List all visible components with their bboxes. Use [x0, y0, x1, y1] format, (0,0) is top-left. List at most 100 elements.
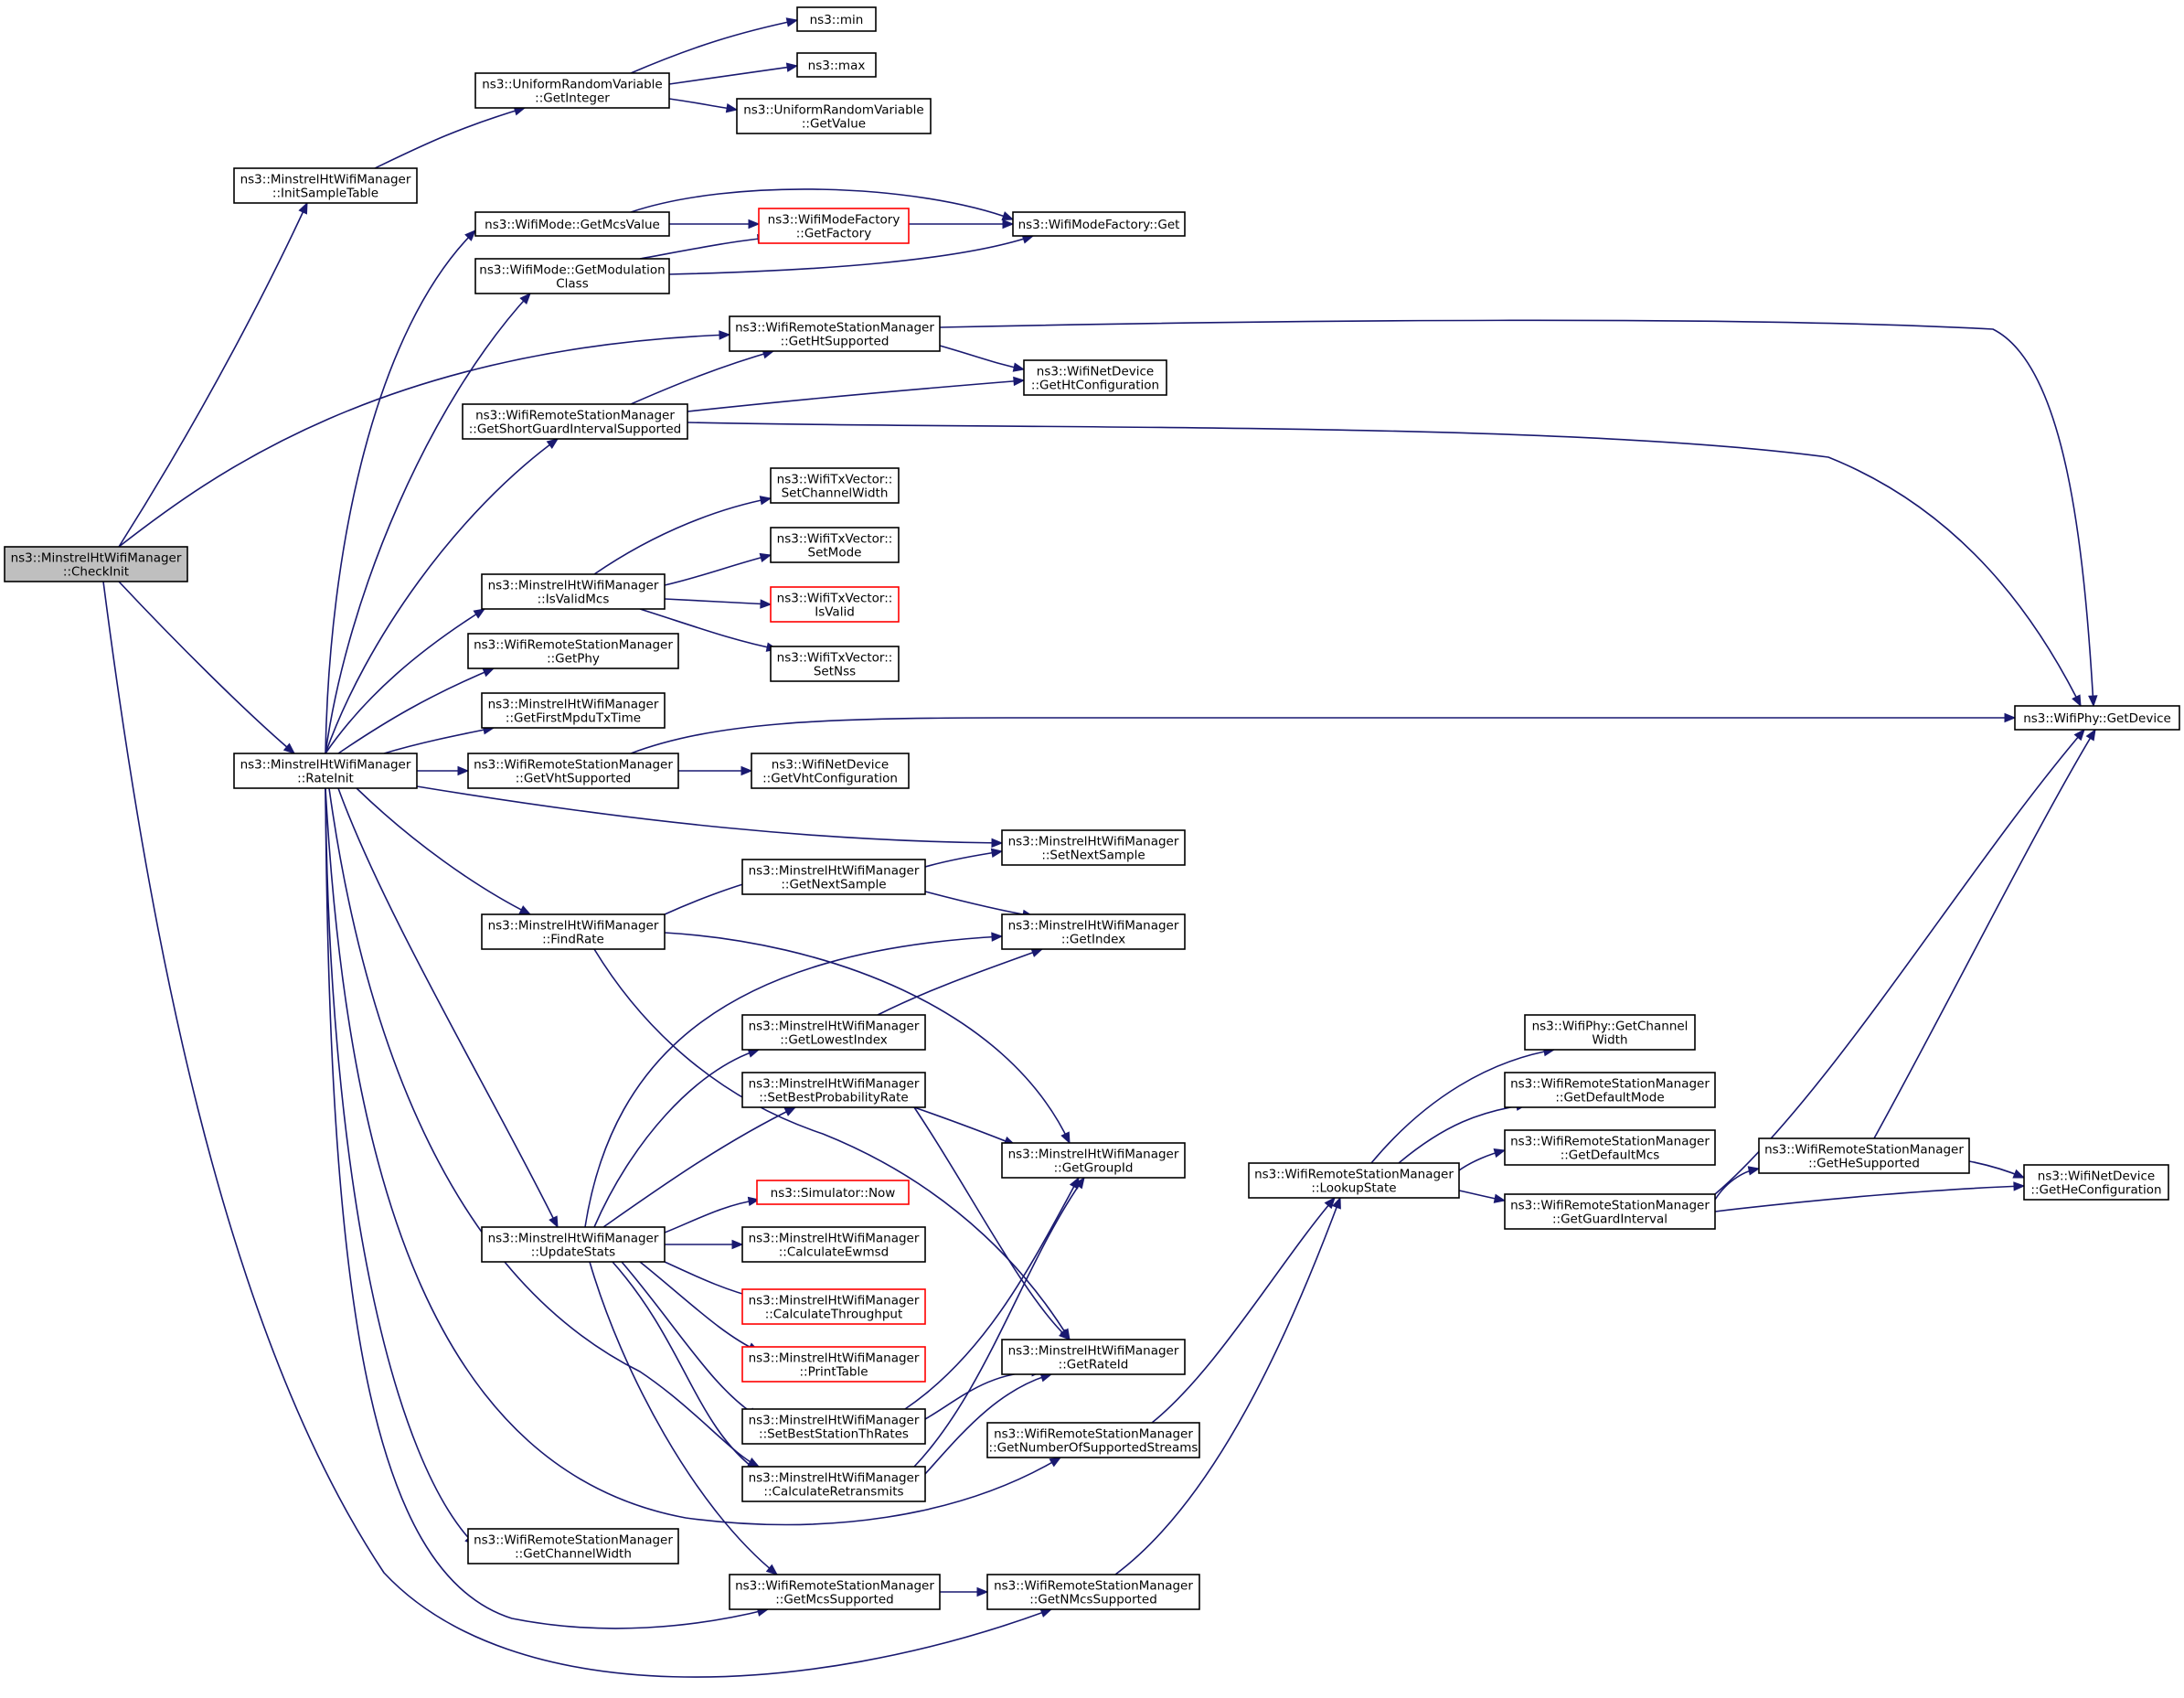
node-label: Class	[556, 277, 589, 292]
node-box	[1001, 913, 1186, 950]
edge-arrowhead	[1060, 1131, 1071, 1145]
node-label: ::FindRate	[542, 933, 604, 947]
node-min[interactable]: ns3::min	[796, 6, 877, 32]
node-label: ns3::WifiRemoteStationManager	[474, 1533, 673, 1548]
edge-arrowhead	[298, 201, 308, 215]
node-box	[741, 1226, 926, 1263]
node-URV_GetValue[interactable]: ns3::UniformRandomVariable::GetValue	[736, 98, 932, 134]
node-label: ns3::WifiNetDevice	[1037, 365, 1154, 379]
node-label: ::GetChannelWidth	[515, 1547, 632, 1562]
node-max[interactable]: ns3::max	[796, 52, 877, 78]
node-GetGroupId[interactable]: ns3::MinstrelHtWifiManager::GetGroupId	[1001, 1142, 1186, 1179]
node-label: ns3::WifiModeFactory::Get	[1018, 218, 1180, 232]
call-edge-RateInit-to-UpdateStats	[337, 787, 559, 1228]
call-edge-GetGuardInterval-to-GetHeConfiguration	[1714, 1185, 2025, 1212]
node-label: ns3::WifiRemoteStationManager	[1254, 1168, 1454, 1182]
call-edge-UpdateStats-to-CalculateRetransmits	[612, 1261, 760, 1473]
node-GetSGISupported[interactable]: ns3::WifiRemoteStationManager::GetShortG…	[462, 403, 688, 440]
node-SetBestProbabilityRate[interactable]: ns3::MinstrelHtWifiManager::SetBestProba…	[741, 1072, 926, 1108]
node-GetDefaultMode[interactable]: ns3::WifiRemoteStationManager::GetDefaul…	[1504, 1072, 1716, 1108]
node-label: ::CalculateThroughput	[765, 1308, 903, 1322]
call-edge-SetBestProbabilityRate-to-GetRateId	[913, 1106, 1071, 1340]
node-PhyGetChannelWidth[interactable]: ns3::WifiPhy::GetChannelWidth	[1524, 1014, 1696, 1051]
node-CalculateThroughput[interactable]: ns3::MinstrelHtWifiManager::CalculateThr…	[741, 1288, 926, 1325]
node-IsValidMcs[interactable]: ns3::MinstrelHtWifiManager::IsValidMcs	[481, 573, 666, 610]
node-GetNumberOfSupportedStreams[interactable]: ns3::WifiRemoteStationManager::GetNumber…	[986, 1422, 1200, 1458]
call-edge-GetVhtSupported-to-PhyGetDevice	[630, 716, 2016, 754]
node-SimulatorNow[interactable]: ns3::Simulator::Now	[756, 1180, 910, 1205]
node-GetRateId[interactable]: ns3::MinstrelHtWifiManager::GetRateId	[1001, 1339, 1186, 1375]
node-GetHtConfiguration[interactable]: ns3::WifiNetDevice::GetHtConfiguration	[1023, 359, 1167, 396]
node-GetMcsValue[interactable]: ns3::WifiMode::GetMcsValue	[474, 211, 670, 237]
node-LookupState[interactable]: ns3::WifiRemoteStationManager::LookupSta…	[1248, 1162, 1460, 1199]
node-GetLowestIndex[interactable]: ns3::MinstrelHtWifiManager::GetLowestInd…	[741, 1014, 926, 1051]
node-SetBestStationThRates[interactable]: ns3::MinstrelHtWifiManager::SetBestStati…	[741, 1408, 926, 1445]
node-FindRate[interactable]: ns3::MinstrelHtWifiManager::FindRate	[481, 913, 666, 950]
node-SetNextSample[interactable]: ns3::MinstrelHtWifiManager::SetNextSampl…	[1001, 829, 1186, 866]
node-GetFirstMpduTxTime[interactable]: ns3::MinstrelHtWifiManager::GetFirstMpdu…	[481, 692, 666, 729]
node-GetHtSupported[interactable]: ns3::WifiRemoteStationManager::GetHtSupp…	[729, 315, 941, 352]
node-CalculateRetransmits[interactable]: ns3::MinstrelHtWifiManager::CalculateRet…	[741, 1466, 926, 1502]
node-IsValid[interactable]: ns3::WifiTxVector::IsValid	[770, 586, 900, 623]
node-GetVhtSupported[interactable]: ns3::WifiRemoteStationManager::GetVhtSup…	[467, 753, 679, 789]
node-GetHeSupported[interactable]: ns3::WifiRemoteStationManager::GetHeSupp…	[1758, 1137, 1970, 1174]
node-label: ns3::WifiPhy::GetDevice	[2023, 711, 2171, 726]
node-box	[462, 403, 688, 440]
edge-arrowhead	[1324, 1196, 1336, 1210]
call-edge-UpdateStats-to-SimulatorNow	[664, 1199, 760, 1233]
node-box	[481, 1226, 666, 1263]
call-edge-GetHeSupported-to-PhyGetDevice	[1873, 729, 2096, 1139]
node-label: ns3::WifiRemoteStationManager	[994, 1579, 1193, 1594]
node-GetDefaultMcs[interactable]: ns3::WifiRemoteStationManager::GetDefaul…	[1504, 1129, 1716, 1166]
call-edge-UpdateStats-to-GetMcsSupported	[589, 1261, 778, 1575]
node-label: ::GetDefaultMode	[1555, 1091, 1664, 1105]
call-edge-GetGuardInterval-to-PhyGetDevice	[1714, 729, 2085, 1195]
node-PhyGetDevice[interactable]: ns3::WifiPhy::GetDevice	[2014, 705, 2180, 731]
node-SetNss[interactable]: ns3::WifiTxVector::SetNss	[770, 646, 900, 682]
node-GetChannelWidth[interactable]: ns3::WifiRemoteStationManager::GetChanne…	[467, 1528, 679, 1565]
node-box	[729, 315, 941, 352]
node-GetVhtConfiguration[interactable]: ns3::WifiNetDevice::GetVhtConfiguration	[751, 753, 910, 789]
call-edge-GetSGISupported-to-GetHtSupported	[630, 350, 774, 405]
node-GetNextSample[interactable]: ns3::MinstrelHtWifiManager::GetNextSampl…	[741, 859, 926, 895]
node-GetGuardInterval[interactable]: ns3::WifiRemoteStationManager::GetGuardI…	[1504, 1193, 1716, 1230]
node-GetNMcsSupported[interactable]: ns3::WifiRemoteStationManager::GetNMcsSu…	[986, 1574, 1200, 1610]
node-UpdateStats[interactable]: ns3::MinstrelHtWifiManager::UpdateStats	[481, 1226, 666, 1263]
node-GetIndex[interactable]: ns3::MinstrelHtWifiManager::GetIndex	[1001, 913, 1186, 950]
node-PrintTable[interactable]: ns3::MinstrelHtWifiManager::PrintTable	[741, 1346, 926, 1383]
node-GetPhy[interactable]: ns3::WifiRemoteStationManager::GetPhy	[467, 633, 679, 669]
node-RateInit[interactable]: ns3::MinstrelHtWifiManager::RateInit	[233, 753, 418, 789]
node-box	[729, 1574, 941, 1610]
node-label: ::GetPhy	[547, 652, 600, 667]
node-GetMcsSupported[interactable]: ns3::WifiRemoteStationManager::GetMcsSup…	[729, 1574, 941, 1610]
edge-arrowhead	[2088, 695, 2098, 708]
edge-arrowhead	[549, 1215, 559, 1229]
edge-arrowhead	[1013, 376, 1026, 387]
call-edge-CalculateRetransmits-to-GetGroupId	[913, 1177, 1085, 1468]
call-edge-GetNextSample-to-GetIndex	[924, 891, 1034, 917]
node-CalculateEwmsd[interactable]: ns3::MinstrelHtWifiManager::CalculateEwm…	[741, 1226, 926, 1263]
call-edge-GetHtSupported-to-GetHtConfiguration	[939, 345, 1025, 370]
node-InitSampleTable[interactable]: ns3::MinstrelHtWifiManager::InitSampleTa…	[233, 167, 418, 204]
node-WMF_Get[interactable]: ns3::WifiModeFactory::Get	[1012, 211, 1186, 237]
call-edge-InitSampleTable-to-URV_GetInteger	[374, 107, 526, 169]
node-GetHeConfiguration[interactable]: ns3::WifiNetDevice::GetHeConfiguration	[2023, 1164, 2169, 1201]
node-label: ns3::MinstrelHtWifiManager	[11, 551, 182, 566]
node-label: ::GetFirstMpduTxTime	[506, 711, 641, 726]
node-CheckInit[interactable]: ns3::MinstrelHtWifiManager::CheckInit	[4, 546, 188, 582]
edge-arrowhead	[482, 667, 495, 678]
node-SetMode[interactable]: ns3::WifiTxVector::SetMode	[770, 527, 900, 563]
node-URV_GetInteger[interactable]: ns3::UniformRandomVariable::GetInteger	[474, 72, 670, 109]
node-GetFactory[interactable]: ns3::WifiModeFactory::GetFactory	[758, 208, 910, 244]
edge-arrowhead	[1001, 211, 1015, 221]
node-label: ::GetRateId	[1059, 1358, 1129, 1372]
call-edge-IsValidMcs-to-SetChannelWidth	[593, 497, 772, 575]
node-label: ns3::MinstrelHtWifiManager	[749, 864, 920, 879]
node-label: ::IsValidMcs	[538, 593, 610, 607]
node-label: ns3::MinstrelHtWifiManager	[749, 1294, 920, 1308]
call-edge-GetHtSupported-to-PhyGetDevice	[939, 319, 2094, 707]
node-box	[751, 753, 910, 789]
node-SetChannelWidth[interactable]: ns3::WifiTxVector::SetChannelWidth	[770, 467, 900, 504]
node-label: ns3::MinstrelHtWifiManager	[749, 1471, 920, 1486]
